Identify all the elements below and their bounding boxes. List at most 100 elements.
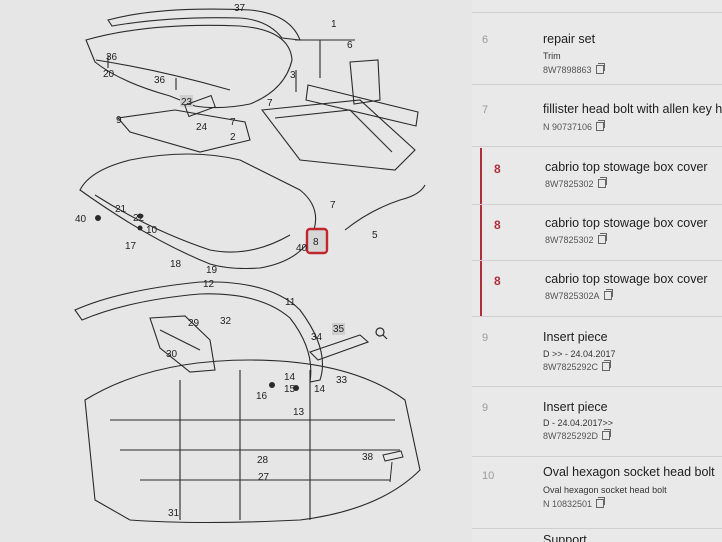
item-title[interactable]: cabrio top stowage box cover bbox=[545, 160, 708, 174]
copy-icon[interactable] bbox=[597, 177, 607, 188]
item-title[interactable]: fillister head bolt with allen key head bbox=[543, 102, 722, 116]
callout: 20 bbox=[103, 69, 115, 80]
callout: 5 bbox=[372, 230, 378, 241]
item-code-wrap: 8W7825292D bbox=[543, 429, 612, 441]
copy-icon[interactable] bbox=[595, 63, 605, 74]
callout: 33 bbox=[336, 375, 348, 386]
item-code: 8W7898863 bbox=[543, 65, 592, 75]
list-item[interactable]: 10 Oval hexagon socket head bolt Oval he… bbox=[472, 456, 722, 529]
callout: 22 bbox=[133, 213, 145, 224]
item-code: N 90737106 bbox=[543, 122, 593, 132]
item-subtitle: Trim bbox=[543, 51, 561, 61]
callout: 32 bbox=[220, 316, 232, 327]
copy-icon[interactable] bbox=[596, 120, 606, 131]
item-number: 8 bbox=[494, 274, 501, 288]
callout: 7 bbox=[230, 117, 236, 128]
magnifier-icon[interactable] bbox=[375, 327, 388, 340]
item-subtitle: Oval hexagon socket head bolt bbox=[543, 485, 667, 495]
callout: 38 bbox=[362, 452, 374, 463]
callout: 13 bbox=[293, 407, 305, 418]
callout: 18 bbox=[170, 259, 182, 270]
callout: 8 bbox=[313, 237, 319, 248]
parts-list: 6 repair set Trim 8W7898863 7 fillister … bbox=[472, 0, 722, 542]
list-item[interactable]: 6 repair set Trim 8W7898863 bbox=[472, 12, 722, 85]
item-code-wrap: 8W7825292C bbox=[543, 360, 612, 372]
selection-indicator bbox=[480, 148, 482, 316]
callout: 40 bbox=[296, 243, 308, 254]
list-item[interactable]: 9 Insert piece D - 24.04.2017>> 8W782529… bbox=[472, 386, 722, 457]
item-title[interactable]: Support bbox=[543, 533, 587, 542]
item-number: 10 bbox=[482, 470, 495, 482]
list-item-partial[interactable] bbox=[472, 0, 722, 13]
callout: 7 bbox=[330, 200, 336, 211]
item-number: 6 bbox=[482, 34, 489, 46]
callout: 30 bbox=[166, 349, 178, 360]
item-code-wrap: 8W7825302 bbox=[545, 177, 607, 189]
callout: 36 bbox=[154, 75, 166, 86]
copy-icon[interactable] bbox=[602, 429, 612, 440]
callout: 34 bbox=[311, 332, 323, 343]
copy-icon[interactable] bbox=[603, 289, 613, 300]
copy-icon[interactable] bbox=[602, 360, 612, 371]
callout: 21 bbox=[115, 204, 127, 215]
list-item-partial[interactable]: Support bbox=[472, 528, 722, 542]
copy-icon[interactable] bbox=[597, 233, 607, 244]
callout: 6 bbox=[347, 40, 353, 51]
callout: 14 bbox=[284, 372, 296, 383]
callout: 24 bbox=[196, 122, 208, 133]
callout: 1 bbox=[331, 19, 337, 30]
item-title[interactable]: Insert piece bbox=[543, 330, 608, 344]
callout: 27 bbox=[258, 472, 270, 483]
item-number: 8 bbox=[494, 218, 501, 232]
callout: 28 bbox=[257, 455, 269, 466]
diagram-drawing: 37 1 6 36 20 3 36 7 23 9 24 7 2 40 21 22… bbox=[74, 3, 426, 524]
callout: 17 bbox=[125, 241, 137, 252]
callout: 14 bbox=[314, 384, 326, 395]
callout: 35 bbox=[333, 324, 345, 335]
callout: 7 bbox=[267, 98, 273, 109]
callout: 16 bbox=[256, 391, 268, 402]
list-item[interactable]: 9 Insert piece D >> - 24.04.2017 8W78252… bbox=[472, 316, 722, 387]
callout: 37 bbox=[234, 3, 246, 14]
item-code: 8W7825302 bbox=[545, 179, 594, 189]
parts-diagram[interactable]: 37 1 6 36 20 3 36 7 23 9 24 7 2 40 21 22… bbox=[0, 0, 472, 542]
item-code-wrap: N 90737106 bbox=[543, 120, 606, 132]
item-title[interactable]: Oval hexagon socket head bolt bbox=[543, 465, 715, 479]
item-code: N 10832501 bbox=[543, 499, 593, 509]
highlight-box[interactable] bbox=[305, 227, 329, 255]
item-subtitle: D - 24.04.2017>> bbox=[543, 418, 614, 428]
callout: 3 bbox=[290, 70, 296, 81]
item-number: 8 bbox=[494, 162, 501, 176]
item-code-wrap: 8W7898863 bbox=[543, 63, 605, 75]
item-code: 8W7825292C bbox=[543, 362, 599, 372]
item-title[interactable]: cabrio top stowage box cover bbox=[545, 272, 708, 286]
item-code: 8W7825292D bbox=[543, 431, 599, 441]
list-item-selected[interactable]: 8 cabrio top stowage box cover 8W7825302 bbox=[472, 148, 722, 205]
item-title[interactable]: Insert piece bbox=[543, 400, 608, 414]
callout: 2 bbox=[230, 132, 236, 143]
item-code: 8W7825302 bbox=[545, 235, 594, 245]
callout: 19 bbox=[206, 265, 218, 276]
item-title[interactable]: cabrio top stowage box cover bbox=[545, 216, 708, 230]
callout: 12 bbox=[203, 279, 215, 290]
callout: 36 bbox=[106, 52, 118, 63]
item-code-wrap: 8W7825302A bbox=[545, 289, 613, 301]
list-item[interactable]: 7 fillister head bolt with allen key hea… bbox=[472, 84, 722, 147]
item-subtitle: D >> - 24.04.2017 bbox=[543, 349, 616, 359]
item-code-wrap: 8W7825302 bbox=[545, 233, 607, 245]
item-title[interactable]: repair set bbox=[543, 32, 596, 46]
copy-icon[interactable] bbox=[596, 497, 606, 508]
item-code-wrap: N 10832501 bbox=[543, 497, 606, 509]
callout: 11 bbox=[285, 297, 296, 308]
callout: 23 bbox=[181, 97, 193, 108]
list-item-selected[interactable]: 8 cabrio top stowage box cover 8W7825302… bbox=[472, 260, 722, 317]
callout-labels: 37 1 6 36 20 3 36 7 23 9 24 7 2 40 21 22… bbox=[75, 3, 378, 519]
item-number: 9 bbox=[482, 332, 489, 344]
item-number: 7 bbox=[482, 104, 489, 116]
item-code: 8W7825302A bbox=[545, 291, 600, 301]
list-item-selected[interactable]: 8 cabrio top stowage box cover 8W7825302 bbox=[472, 204, 722, 261]
callout: 40 bbox=[75, 214, 87, 225]
callout: 31 bbox=[168, 508, 180, 519]
callout: 10 bbox=[146, 225, 158, 236]
callout: 29 bbox=[188, 318, 200, 329]
